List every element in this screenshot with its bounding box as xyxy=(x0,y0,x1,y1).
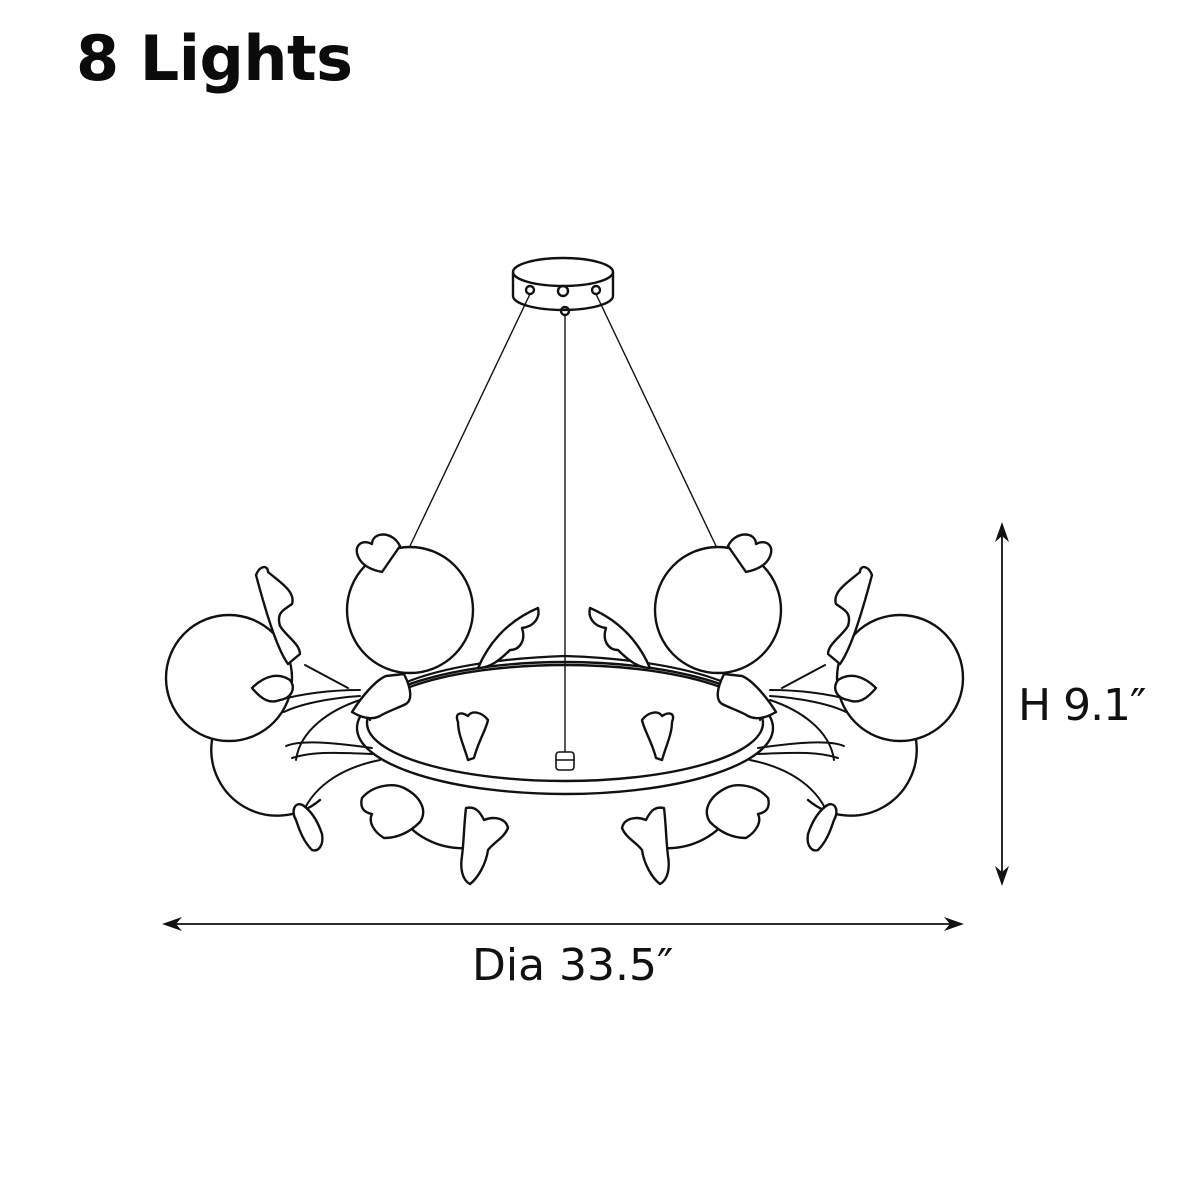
globe-far-right xyxy=(835,613,965,743)
globe-far-left xyxy=(164,613,294,743)
diameter-label: Dia 33.5″ xyxy=(472,940,674,991)
height-label: H 9.1″ xyxy=(1018,680,1146,731)
globe-shades xyxy=(164,545,965,743)
leaf-accents-bottom xyxy=(292,711,838,886)
globe-right xyxy=(653,545,783,675)
leaf-accents-top xyxy=(254,533,874,670)
height-dimension-line xyxy=(995,522,1009,886)
center-connector xyxy=(555,751,575,771)
page-title: 8 Lights xyxy=(76,22,353,95)
diameter-dimension-line xyxy=(162,917,964,931)
ceiling-canopy xyxy=(511,256,615,317)
leaf-holders xyxy=(250,672,878,720)
suspension-cables xyxy=(409,293,717,755)
globe-left xyxy=(345,545,475,675)
